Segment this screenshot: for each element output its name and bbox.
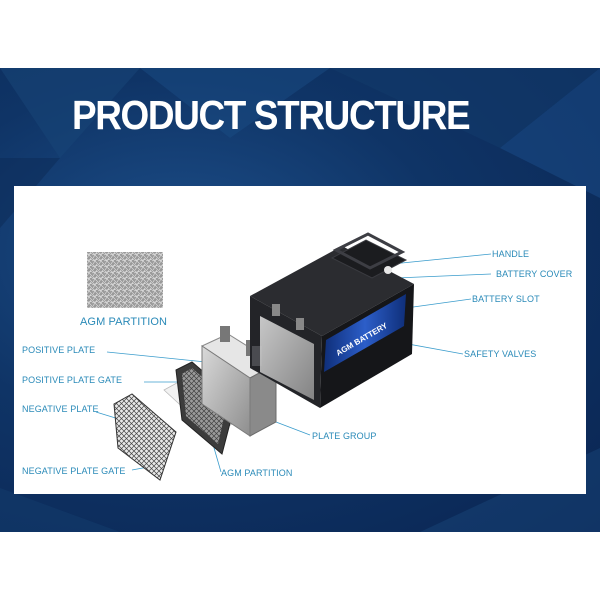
battery-body: AGM BATTERY [250,232,414,408]
label-negative-plate: NEGATIVE PLATE [22,404,99,414]
label-battery-cover: BATTERY COVER [496,269,573,279]
handle-bar [332,232,406,270]
label-agm-partition-top: AGM PARTITION [80,316,168,328]
label-agm-partition-bottom: AGM PARTITION [221,468,293,478]
label-handle: HANDLE [492,249,530,259]
label-positive-plate: POSITIVE PLATE [22,345,96,355]
negative-plate-gate [113,393,177,481]
diagram-panel: AGM BATTERY AGM PARTITION POSITIVE PLATE… [14,186,586,494]
agm-partition-swatch [87,252,163,308]
label-positive-plate-gate: POSITIVE PLATE GATE [22,375,123,385]
battery-exploded-diagram: AGM BATTERY [87,232,492,481]
label-battery-slot: BATTERY SLOT [472,294,540,304]
label-negative-plate-gate: NEGATIVE PLATE GATE [22,466,126,476]
label-plate-group: PLATE GROUP [312,431,377,441]
page-title: PRODUCT STRUCTURE [72,92,471,138]
label-safety-valves: SAFETY VALVES [464,349,537,359]
